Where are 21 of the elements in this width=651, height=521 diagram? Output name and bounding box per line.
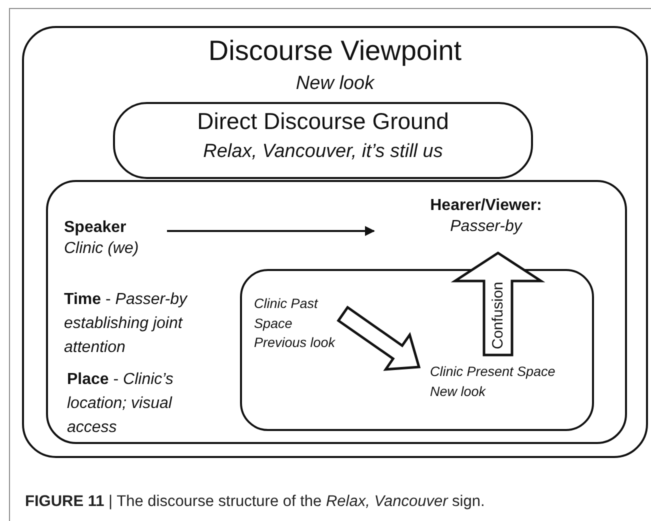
role-text: Place - Clinic’s location; visual access <box>67 370 174 438</box>
hearer-text: Hearer/Viewer: <box>430 196 542 216</box>
role-text: Passer-by <box>450 217 522 238</box>
figure-caption: FIGURE 11 | The discourse structure of the Relax, Vancouver sign. <box>25 493 485 511</box>
speaker-text: Speaker <box>64 218 126 238</box>
rounded-frame <box>46 180 627 444</box>
edge-label: Confusion <box>490 280 506 352</box>
role-text: Clinic (we) <box>64 239 139 260</box>
rounded-frame <box>240 269 594 431</box>
role-text: Time - Passer-by establishing joint attention <box>64 290 189 358</box>
rounded-box <box>22 26 648 458</box>
arrow <box>167 226 375 236</box>
space-text: Clinic Present Space New look <box>430 363 556 401</box>
rounded-box <box>113 102 533 179</box>
box-heading: Direct Discourse Ground <box>197 108 449 136</box>
space-text: Clinic Past Space Previous look <box>254 295 336 352</box>
box-subtitle: New look <box>296 72 374 96</box>
box-subtitle: Relax, Vancouver, it’s still us <box>203 140 443 164</box>
block-arrow <box>450 252 546 356</box>
block-arrow <box>336 306 421 371</box>
box-heading: Discourse Viewpoint <box>208 34 462 68</box>
